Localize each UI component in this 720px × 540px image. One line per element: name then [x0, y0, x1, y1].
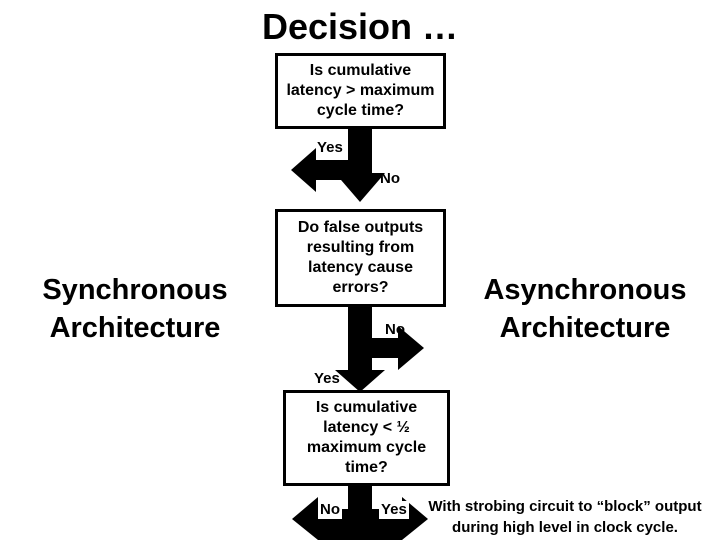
decision-box-1: Is cumulative latency > maximum cycle ti…	[275, 53, 446, 129]
decision-box-3: Is cumulative latency < ½ maximum cycle …	[283, 390, 450, 486]
arrow-q3-stem	[348, 486, 372, 515]
page-title: Decision …	[261, 6, 459, 47]
arrow-q1-down	[335, 128, 385, 202]
q1-yes-label: Yes	[317, 139, 343, 156]
q2-yes-label: Yes	[314, 370, 340, 387]
strobing-circuit-note: With strobing circuit to “block” output …	[428, 498, 702, 536]
decision-box-2: Do false outputs resulting from latency …	[275, 209, 446, 307]
q1-no-label: No	[380, 170, 400, 187]
asynchronous-architecture-label: Asynchronous Architecture	[483, 274, 687, 344]
arrow-q2-down	[335, 307, 385, 392]
q2-no-label: No	[385, 321, 405, 338]
q3-yes-label: Yes	[379, 501, 409, 519]
arrow-q2-no-right	[372, 326, 424, 370]
synchronous-architecture-label: Synchronous Architecture	[42, 274, 228, 344]
arrow-q1-yes-left	[291, 148, 348, 192]
q3-no-label: No	[318, 501, 342, 519]
